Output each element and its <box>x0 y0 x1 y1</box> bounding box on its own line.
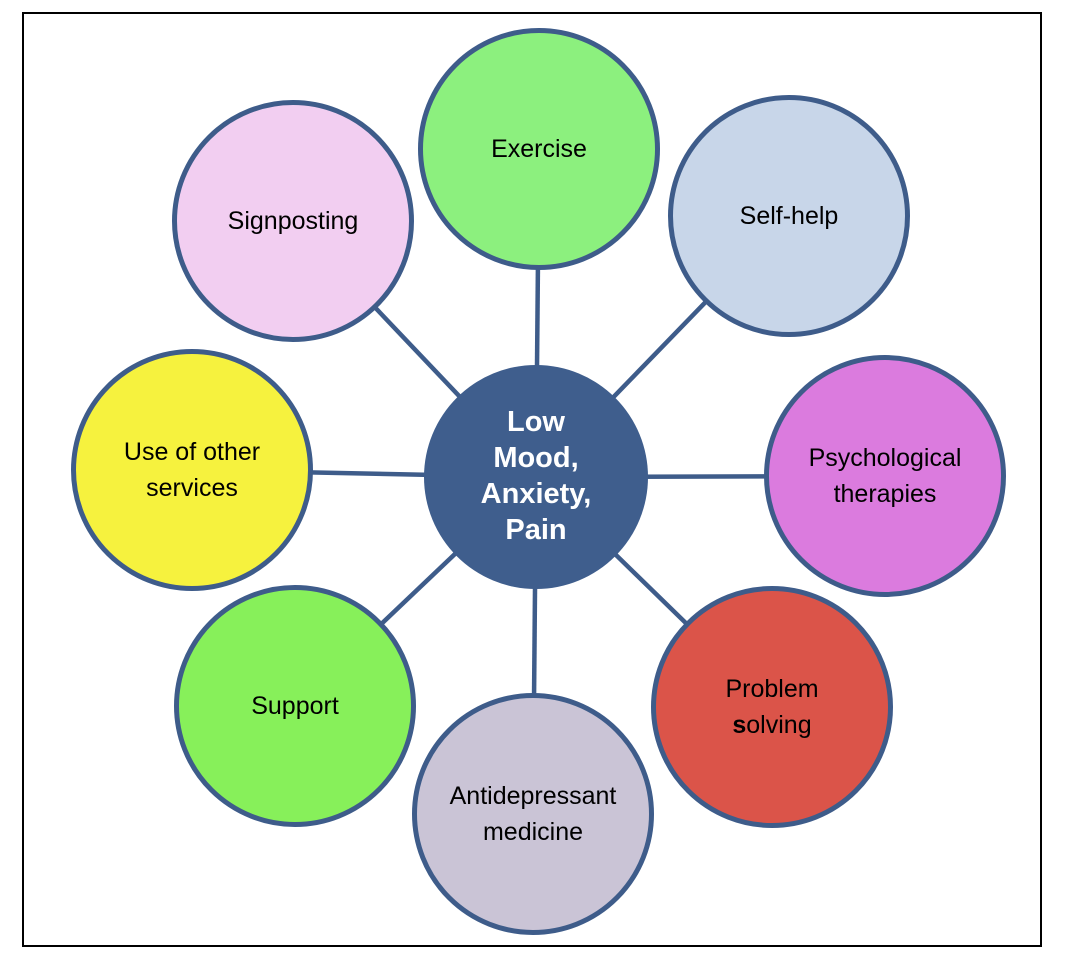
node-antidepressant-medicine-label: Antidepressant medicine <box>449 781 617 846</box>
problem-solving-label-part1: Problem <box>725 674 819 703</box>
node-self-help-label: Self-help <box>739 201 839 230</box>
node-self-help: Self-help <box>668 95 910 337</box>
center-node-label: Low Mood, Anxiety, Pain <box>480 406 592 546</box>
node-support-label: Support <box>251 691 339 720</box>
problem-solving-label-part2: olving <box>746 711 812 739</box>
node-center-low-mood-anxiety-pain: Low Mood, Anxiety, Pain <box>424 365 648 589</box>
node-antidepressant-medicine: Antidepressant medicine <box>412 693 654 935</box>
page-border <box>22 12 1042 947</box>
node-use-of-other-services-label: Use of other services <box>123 437 261 502</box>
node-psychological-therapies: Psychological therapies <box>764 355 1006 597</box>
node-problem-solving-label: Problem solving <box>725 671 818 744</box>
node-use-of-other-services: Use of other services <box>71 349 313 591</box>
node-exercise: Exercise <box>418 28 660 270</box>
node-problem-solving: Problem solving <box>651 586 893 828</box>
node-signposting: Signposting <box>172 100 414 342</box>
problem-solving-bold-letter: s <box>732 711 747 739</box>
node-support: Support <box>174 585 416 827</box>
node-exercise-label: Exercise <box>491 134 587 163</box>
node-signposting-label: Signposting <box>227 206 359 235</box>
node-psychological-therapies-label: Psychological therapies <box>808 443 962 508</box>
